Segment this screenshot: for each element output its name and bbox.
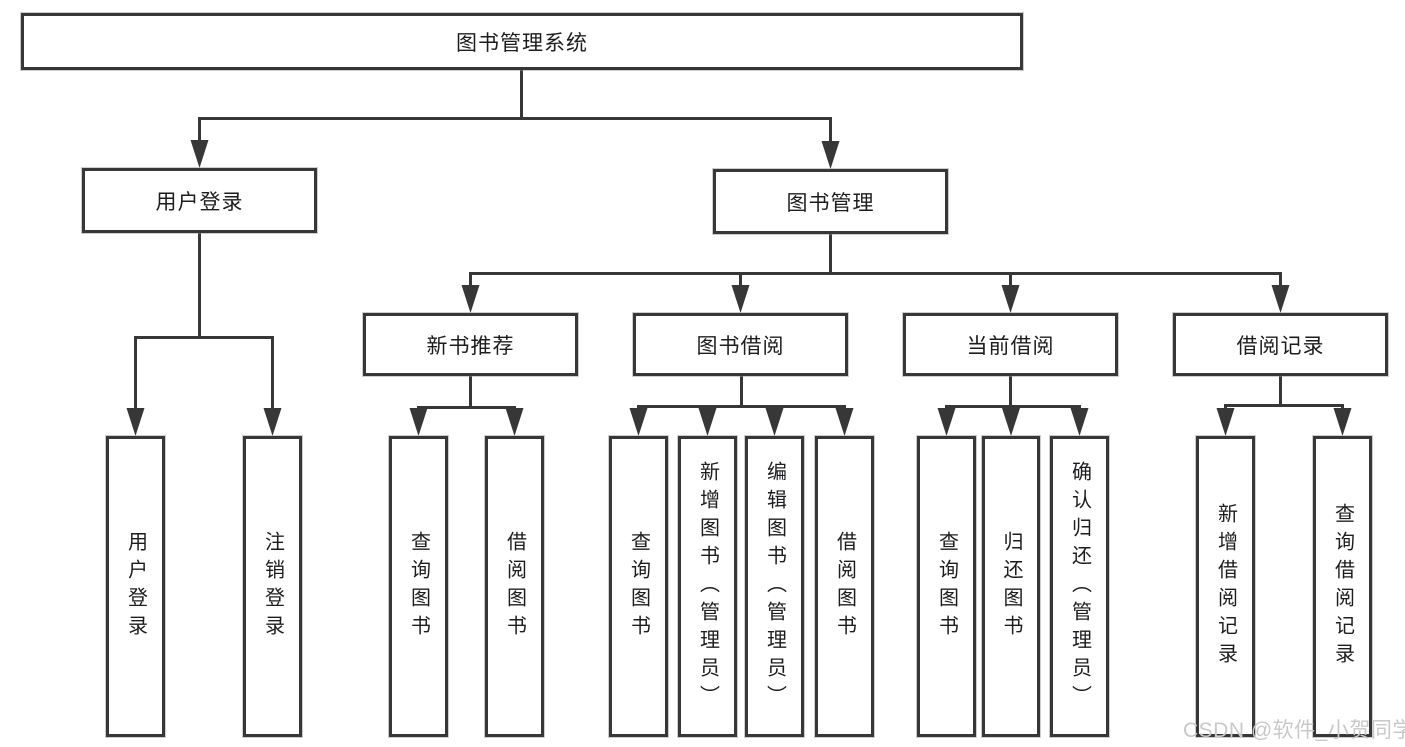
leaf-record-query-borrow-record: 查询借阅记录	[1313, 436, 1372, 737]
node-current-borrow: 当前借阅	[903, 313, 1118, 376]
node-borrow-record: 借阅记录	[1173, 313, 1388, 376]
leaf-newbook-borrow-book: 借阅图书	[485, 436, 544, 737]
leaf-record-add-borrow-record-label: 新增借阅记录	[1214, 502, 1237, 671]
arrowhead-group	[126, 140, 1352, 436]
leaf-record-query-borrow-record-label: 查询借阅记录	[1331, 502, 1354, 671]
leaf-user-login-label: 用户登录	[124, 530, 147, 643]
node-user-login: 用户登录	[82, 168, 317, 233]
node-book-management: 图书管理	[713, 169, 948, 234]
leaf-newbook-query-book-label: 查询图书	[407, 530, 430, 643]
leaf-borrow-edit-book-admin: 编辑图书（管理员）	[745, 436, 804, 737]
leaf-borrow-add-book-admin: 新增图书（管理员）	[678, 436, 737, 737]
leaf-current-return-book: 归还图书	[982, 436, 1040, 737]
leaf-borrow-query-book-label: 查询图书	[627, 530, 650, 643]
leaf-newbook-query-book: 查询图书	[389, 436, 448, 737]
leaf-borrow-borrow-book-label: 借阅图书	[833, 530, 856, 643]
leaf-borrow-borrow-book: 借阅图书	[815, 436, 874, 737]
leaf-logout-label: 注销登录	[261, 530, 284, 643]
leaf-record-add-borrow-record: 新增借阅记录	[1196, 436, 1255, 737]
node-new-book-recommend: 新书推荐	[363, 313, 578, 376]
leaf-borrow-add-book-admin-label: 新增图书（管理员）	[696, 460, 719, 713]
leaf-current-confirm-return-admin-label: 确认归还（管理员）	[1068, 460, 1091, 713]
leaf-user-login: 用户登录	[106, 436, 165, 737]
leaf-current-confirm-return-admin: 确认归还（管理员）	[1050, 436, 1109, 737]
leaf-logout: 注销登录	[243, 436, 302, 737]
leaf-current-query-book-label: 查询图书	[935, 530, 958, 643]
leaf-borrow-query-book: 查询图书	[609, 436, 668, 737]
leaf-current-return-book-label: 归还图书	[1000, 530, 1022, 643]
leaf-borrow-edit-book-admin-label: 编辑图书（管理员）	[763, 460, 786, 713]
csdn-watermark: CSDN @软件_小贺同学	[1183, 719, 1405, 742]
node-root-library-system: 图书管理系统	[21, 13, 1023, 70]
leaf-newbook-borrow-book-label: 借阅图书	[503, 530, 526, 643]
node-book-borrow: 图书借阅	[633, 313, 848, 376]
leaf-current-query-book: 查询图书	[917, 436, 976, 737]
